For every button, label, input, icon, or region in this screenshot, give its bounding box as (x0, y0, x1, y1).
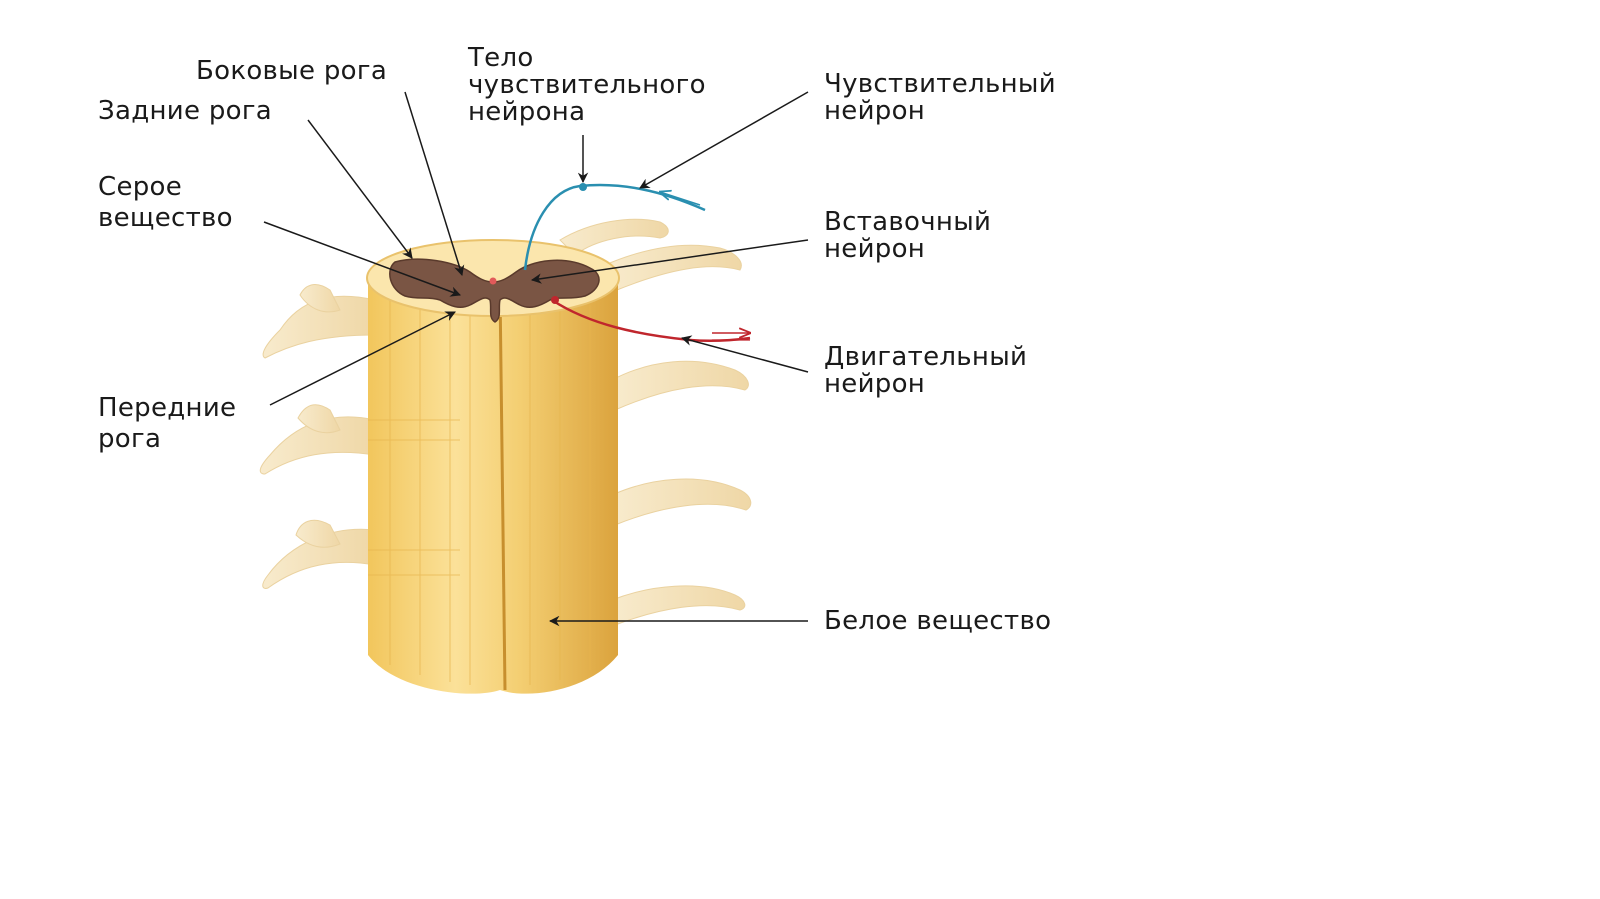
label-anterior-horns: Передние рога (98, 393, 236, 455)
label-anterior-horns-line2: рога (98, 424, 162, 454)
label-interneuron-line2: нейрон (824, 234, 926, 264)
motor-neuron-path (551, 296, 750, 343)
label-interneuron: Вставочный нейрон (824, 209, 991, 263)
leader-sensory-neuron (639, 91, 809, 189)
label-sensory-neuron-body-line1: Тело (468, 43, 534, 73)
label-motor-neuron-line1: Двигательный (824, 342, 1028, 372)
label-sensory-neuron-body-line3: нейрона (468, 97, 586, 127)
label-sensory-neuron-body: Тело чувствительного нейрона (468, 45, 706, 126)
label-sensory-neuron-body-line2: чувствительного (468, 70, 706, 100)
leader-posterior-horns (307, 119, 413, 259)
gray-matter-shape (389, 258, 600, 323)
leader-lateral-horns (404, 91, 465, 277)
leader-interneuron (530, 239, 809, 284)
label-sensory-neuron: Чувствительный нейрон (824, 71, 1056, 125)
leader-gray-matter (263, 221, 461, 297)
nerve-roots-right (559, 218, 752, 626)
label-white-matter: Белое вещество (824, 606, 1052, 636)
label-sensory-neuron-line2: нейрон (824, 96, 926, 126)
label-motor-neuron: Двигательный нейрон (824, 344, 1027, 398)
label-lateral-horns: Боковые рога (196, 56, 388, 86)
label-anterior-horns-line1: Передние (98, 393, 237, 423)
leader-anterior-horns (269, 311, 456, 406)
nerve-roots-left (259, 284, 376, 589)
leader-lines (263, 91, 809, 627)
label-gray-matter-line2: вещество (98, 203, 233, 233)
label-gray-matter: Серое вещество (98, 172, 233, 234)
leader-motor-neuron (680, 335, 809, 373)
sensory-neuron-path (523, 183, 706, 271)
label-sensory-neuron-line1: Чувствительный (824, 69, 1056, 99)
label-gray-matter-line1: Серое (98, 172, 183, 202)
label-motor-neuron-line2: нейрон (824, 369, 926, 399)
label-interneuron-line1: Вставочный (824, 207, 992, 237)
label-posterior-horns: Задние рога (98, 96, 273, 126)
